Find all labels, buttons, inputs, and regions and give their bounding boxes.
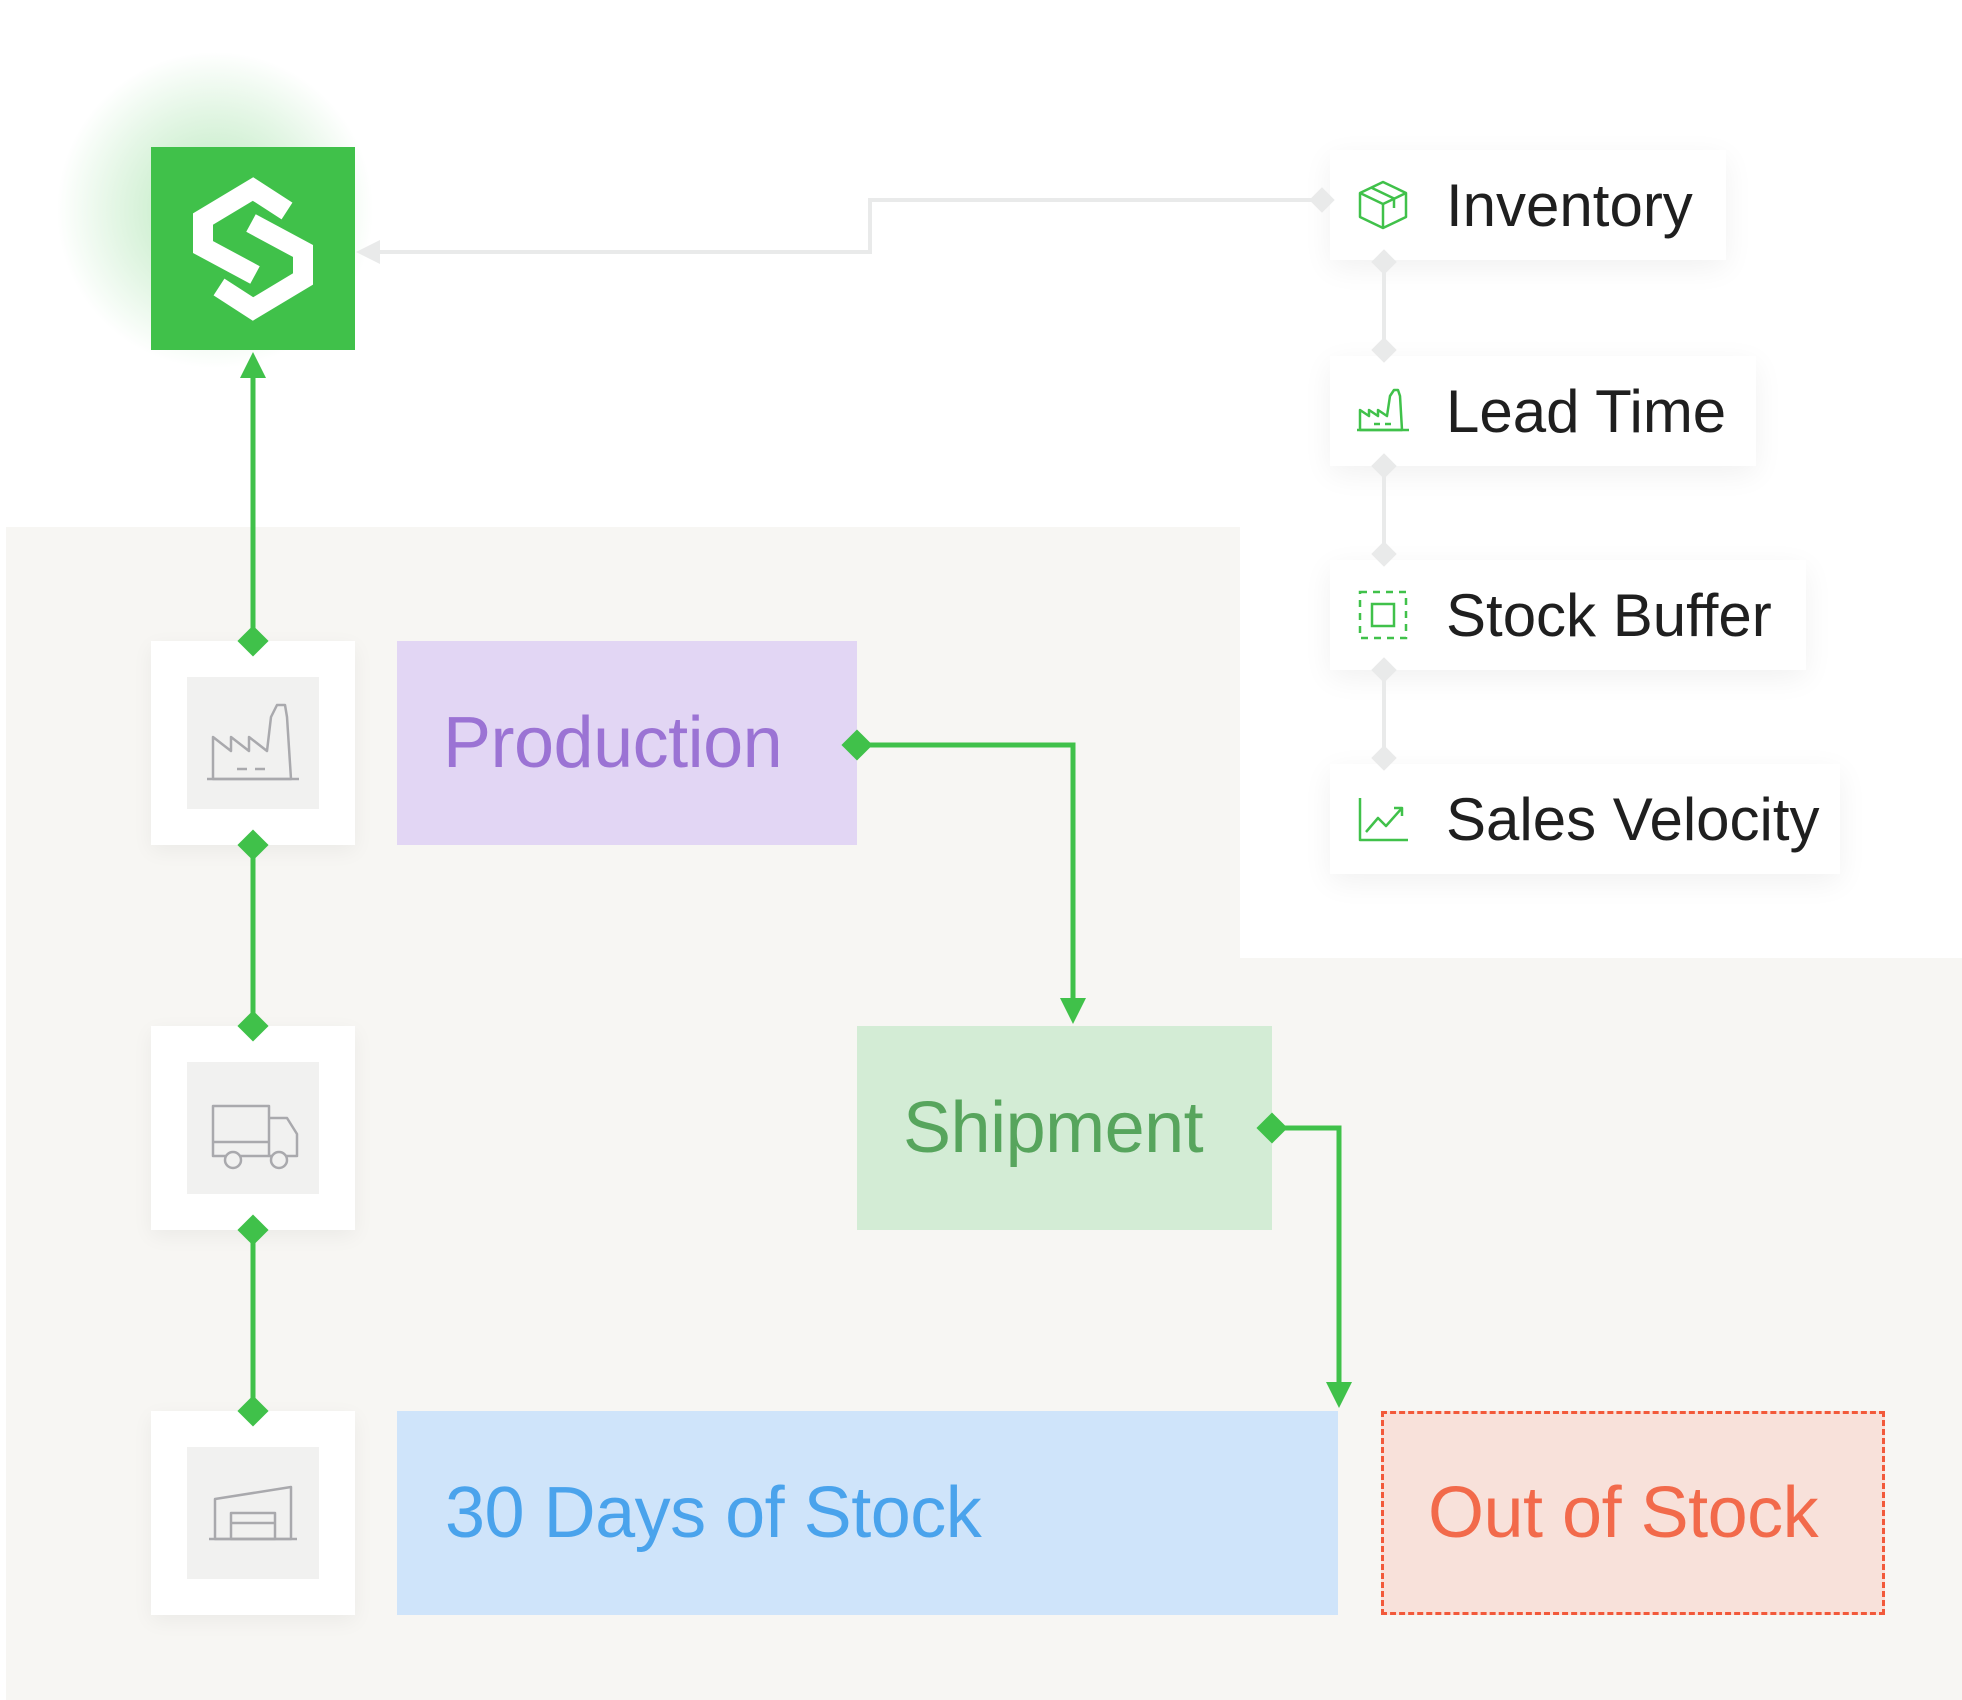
legend-label: Stock Buffer xyxy=(1446,581,1772,649)
inventory-to-logo-arrowhead xyxy=(356,240,380,264)
production-to-logo-arrowhead xyxy=(240,352,266,378)
shipment-to-stock-arrowhead xyxy=(1326,1382,1352,1408)
trend-chart-icon xyxy=(1358,798,1408,842)
legend-item-lead-time: Lead Time xyxy=(1330,356,1756,466)
legend-label: Lead Time xyxy=(1446,377,1727,445)
stock-block: 30 Days of Stock xyxy=(397,1411,1338,1615)
shipment-label: Shipment xyxy=(903,1088,1204,1168)
production-to-shipment-arrowhead xyxy=(1060,998,1086,1024)
legend-label: Sales Velocity xyxy=(1446,785,1820,853)
shipment-icon-card xyxy=(151,1026,355,1230)
dashed-square-icon xyxy=(1358,590,1408,640)
production-label: Production xyxy=(443,703,783,783)
out-of-stock-block: Out of Stock xyxy=(1381,1411,1885,1615)
production-icon-card xyxy=(151,641,355,845)
truck-icon xyxy=(211,1104,299,1170)
legend-label: Inventory xyxy=(1446,171,1693,239)
app-logo xyxy=(151,147,355,350)
legend-item-sales-velocity: Sales Velocity xyxy=(1330,764,1840,874)
factory-icon xyxy=(207,703,299,781)
package-icon xyxy=(1358,180,1408,230)
production-to-shipment-connector xyxy=(857,742,1076,1002)
shipment-to-stock-connector xyxy=(1272,1125,1342,1386)
warehouse-icon xyxy=(209,1485,297,1541)
production-output-diamond xyxy=(841,729,873,761)
out-of-stock-label: Out of Stock xyxy=(1428,1473,1819,1553)
stock-icon-card xyxy=(151,1411,355,1615)
factory-icon xyxy=(1357,388,1409,432)
logo-mark-icon xyxy=(193,177,313,321)
shipment-block: Shipment xyxy=(857,1026,1272,1230)
stock-label: 30 Days of Stock xyxy=(445,1473,982,1553)
legend-item-inventory: Inventory xyxy=(1330,150,1726,260)
inventory-connector-diamond xyxy=(1309,187,1335,213)
production-block: Production xyxy=(397,641,857,845)
inventory-to-logo-connector xyxy=(372,198,1322,254)
legend-item-stock-buffer: Stock Buffer xyxy=(1330,560,1806,670)
shipment-output-diamond xyxy=(1256,1112,1288,1144)
